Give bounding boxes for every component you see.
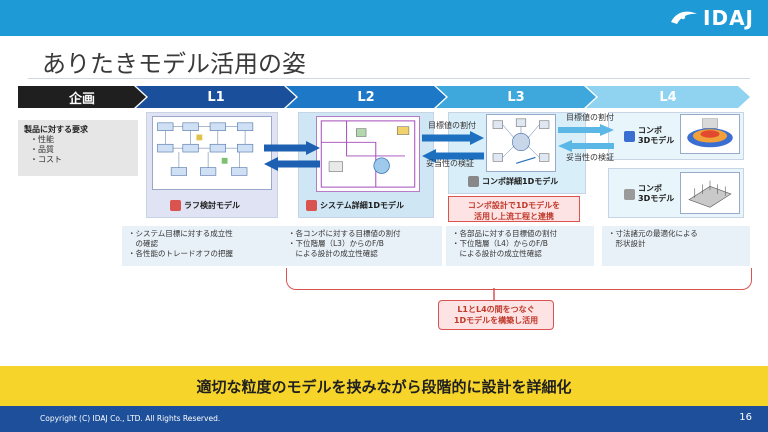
model-icon [624,188,635,200]
l1-l4-callout: L1とL4の間をつなぐ 1Dモデルを構築し活用 [438,300,554,330]
model-icon [170,200,181,211]
l4-3d-model-label: コンポ 3Dモデル [624,184,674,204]
l1-model-label: ラフ検討モデル [170,200,240,211]
requirements-title: 製品に対する要求 [24,125,88,134]
stage-l1: L1 [136,86,296,108]
component-design-callout: コンポ設計で1Dモデルを 活用し上流工程と連携 [448,196,580,222]
title-divider [28,78,750,79]
model-icon [468,176,479,187]
l4-description: ・寸法諸元の最適化による 形状設計 [602,226,750,266]
logo-text: IDAJ [703,6,754,30]
l4-3d-model-top [680,114,740,154]
l3-l4-exchange-arrows [558,124,614,152]
page-number: 16 [739,412,752,423]
l1-l4-bracket [286,268,752,290]
l4-3d-model-label: コンポ 3Dモデル [624,126,674,146]
callout-pointer [493,288,495,302]
l3-component-diagram [486,114,556,172]
page-title: ありたきモデル活用の姿 [42,50,306,78]
top-bar: IDAJ [0,0,768,36]
l1-l2-exchange-arrows [264,141,320,171]
copyright-text: Copyright (C) IDAJ Co., LTD. All Rights … [40,414,221,423]
requirement-item: ・性能 [30,135,54,144]
requirement-item: ・品質 [30,145,54,154]
idaj-swirl-icon [671,11,698,24]
stage-l2: L2 [286,86,446,108]
footer: Copyright (C) IDAJ Co., LTD. All Rights … [0,406,768,432]
company-logo: IDAJ [669,6,754,30]
l2-description: ・各コンポに対する目標値の割付 ・下位階層（L3）からのF/B による設計の成立… [282,226,442,266]
l2-model-label: システム詳細1Dモデル [306,200,404,211]
l3-model-label: コンポ詳細1Dモデル [468,176,558,187]
model-icon [306,200,317,211]
l3-description: ・各部品に対する目標値の割付 ・下位階層（L4）からのF/B による設計の成立性… [446,226,594,266]
stage-l4: L4 [586,86,750,108]
l4-3d-model-bottom [680,172,740,214]
stage-l3: L3 [436,86,596,108]
l1-description: ・システム目標に対する成立性 の確認 ・各性能のトレードオフの把握 [122,226,282,266]
target-allocation-label: 目標値の割付 [428,121,476,130]
stage-planning: 企画 [18,86,146,108]
requirements-box: 製品に対する要求 ・性能 ・品質 ・コスト [18,120,138,176]
validity-check-label: 妥当性の検証 [566,153,614,162]
validity-check-label: 妥当性の検証 [426,159,474,168]
l2-l3-exchange-arrows [422,131,484,163]
l2-system-diagram [316,116,420,192]
summary-banner: 適切な粒度のモデルを挟みながら段階的に設計を詳細化 [0,366,768,406]
target-allocation-label: 目標値の割付 [566,113,614,122]
requirement-item: ・コスト [30,155,62,164]
model-icon [624,130,635,142]
l1-block-diagram [152,116,272,190]
